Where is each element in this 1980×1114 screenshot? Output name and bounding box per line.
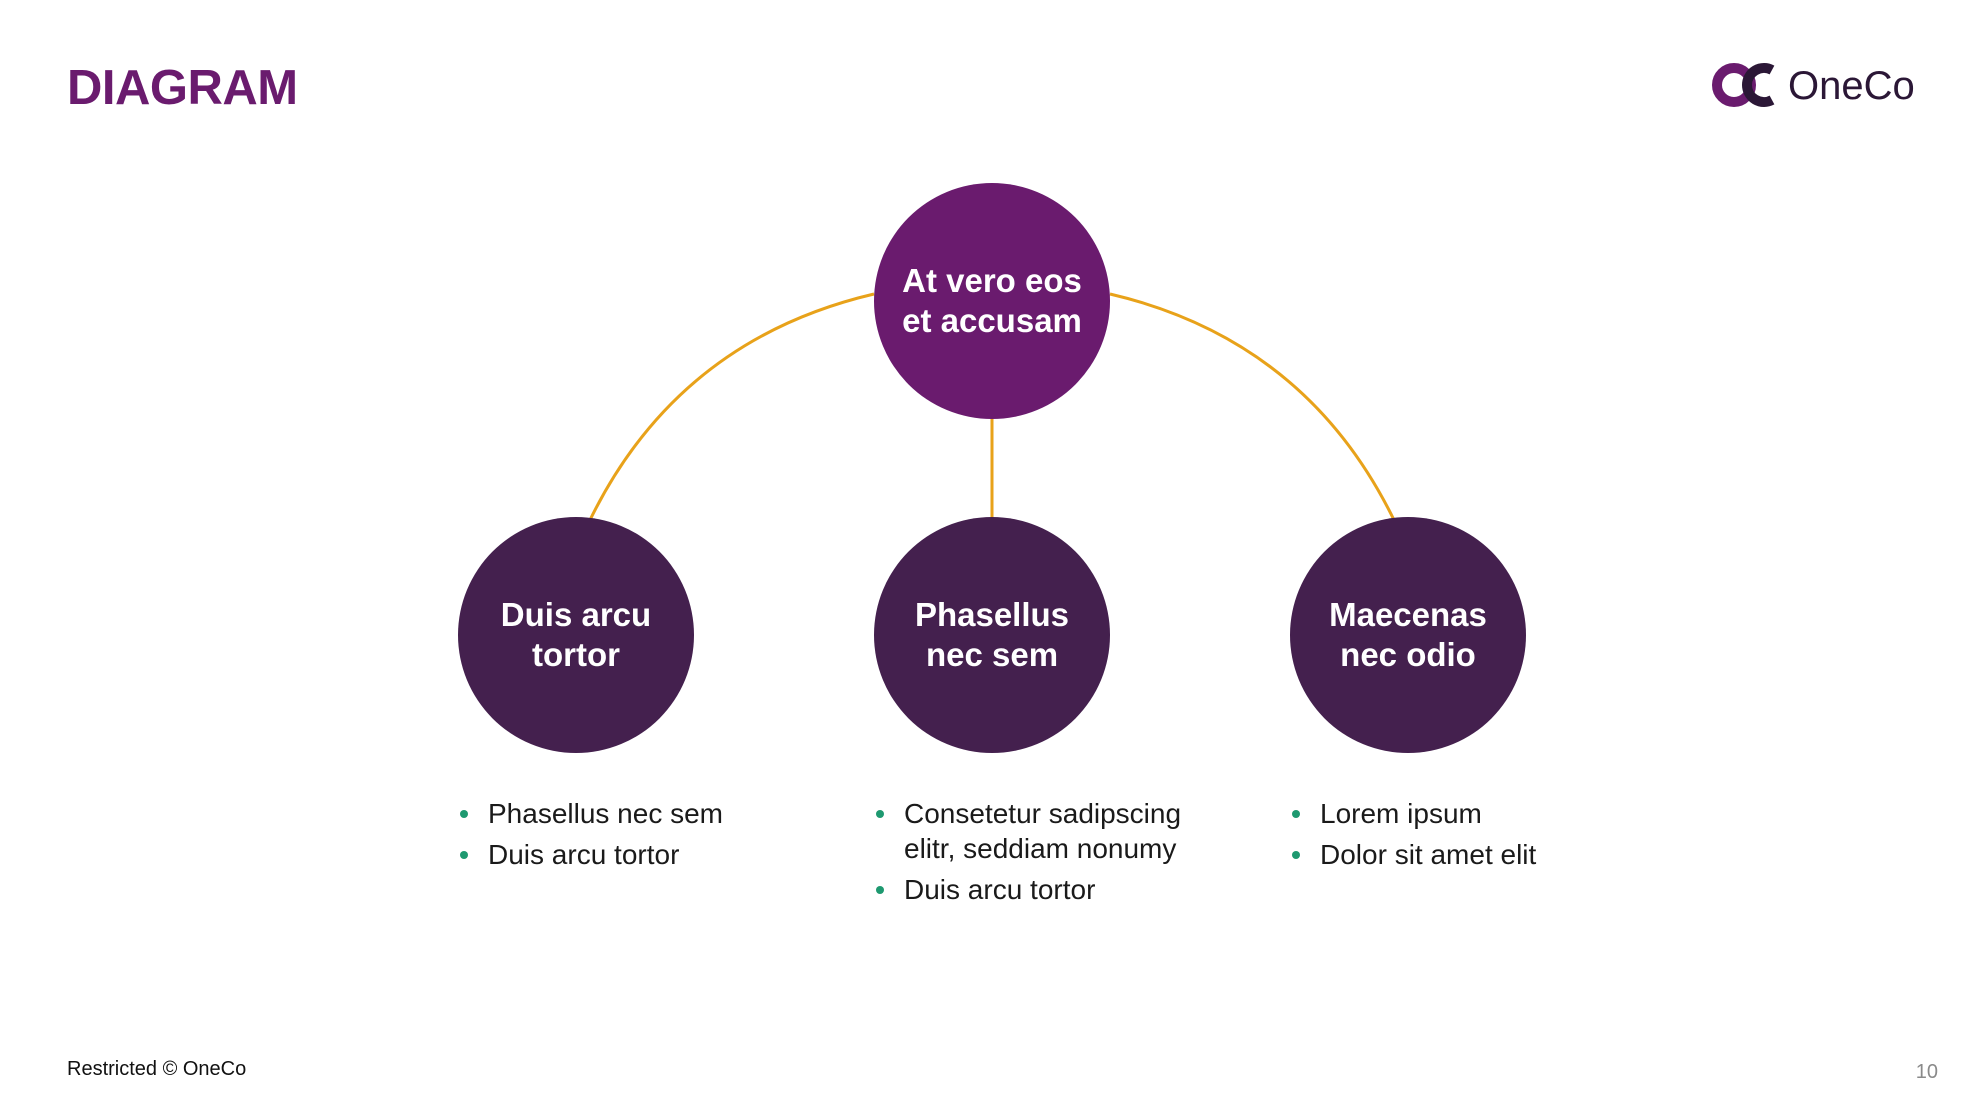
diagram-root-label: At vero eos et accusam [902,262,1082,339]
bullet-dot-icon [1292,851,1300,859]
bullet-dot-icon [460,851,468,859]
slide-title: DIAGRAM [67,61,298,115]
bullet-item: Duis arcu tortor [458,837,798,872]
bullet-item: Dolor sit amet elit [1290,837,1630,872]
logo-mark-icon: OneCo [1712,63,1915,108]
bullet-list: Consetetur sadipscing elitr, seddiam non… [874,796,1214,913]
bullet-text: Dolor sit amet elit [1320,839,1537,870]
bullet-dot-icon [460,810,468,818]
diagram-root-node: At vero eos et accusam [874,183,1110,419]
diagram-child-node: Duis arcu tortor [458,517,694,753]
page-number: 10 [1915,1061,1938,1083]
bullet-text: Duis arcu tortor [488,839,680,870]
diagram-child-node: Maecenas nec odio [1290,517,1526,753]
bullet-item: Duis arcu tortor [874,872,1214,907]
diagram-child-label: Phasellus nec sem [914,596,1070,673]
logo-wordmark: OneCo [1788,64,1915,108]
bullet-item: Consetetur sadipscing elitr, seddiam non… [874,796,1214,866]
bullet-list: Phasellus nec sem Duis arcu tortor [458,796,798,878]
diagram-child-label: Maecenas nec odio [1329,596,1487,673]
bullet-text: Duis arcu tortor [904,874,1096,905]
bullet-text: Phasellus nec sem [488,798,724,829]
footer-restricted-label: Restricted © OneCo [67,1058,247,1080]
bullet-list: Lorem ipsum Dolor sit amet elit [1290,796,1630,878]
bullet-dot-icon [876,810,884,818]
connector-left [588,292,875,521]
diagram-child-node: Phasellus nec sem [874,517,1110,753]
bullet-dot-icon [876,886,884,894]
bullet-text: Lorem ipsum [1320,798,1482,829]
connector-right [1109,292,1396,521]
oneco-logo: OneCo [1708,57,1948,117]
bullet-text: Consetetur sadipscing elitr, seddiam non… [904,798,1182,864]
diagram-child-label: Duis arcu tortor [500,596,652,673]
bullet-dot-icon [1292,810,1300,818]
bullet-item: Phasellus nec sem [458,796,798,831]
bullet-item: Lorem ipsum [1290,796,1630,831]
